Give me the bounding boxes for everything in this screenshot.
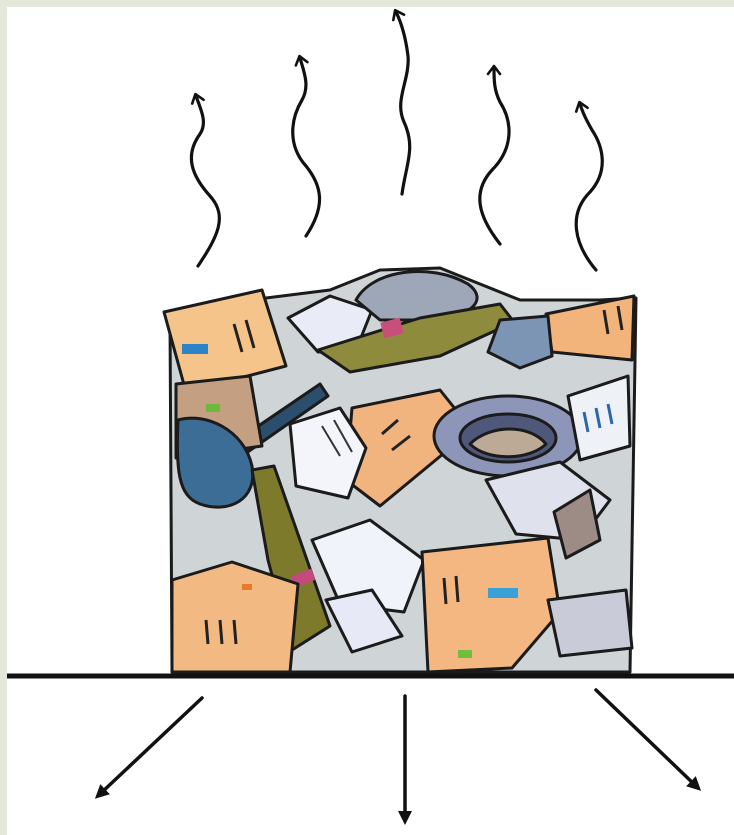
leaching-arrows — [100, 690, 696, 818]
wavy-arrow-1 — [191, 96, 219, 266]
wavy-arrow-2 — [293, 58, 320, 236]
box-bottom-left — [172, 562, 298, 672]
arrow-down-right — [596, 690, 696, 786]
diagram-canvas — [7, 7, 734, 835]
emission-arrows — [191, 12, 602, 270]
landfill-diagram — [7, 7, 734, 835]
trash-pile-illustration — [164, 268, 636, 672]
wavy-arrow-4 — [480, 68, 509, 244]
arrow-down-left — [100, 698, 202, 794]
wavy-arrow-3 — [396, 12, 410, 194]
wavy-arrow-5 — [576, 104, 602, 270]
